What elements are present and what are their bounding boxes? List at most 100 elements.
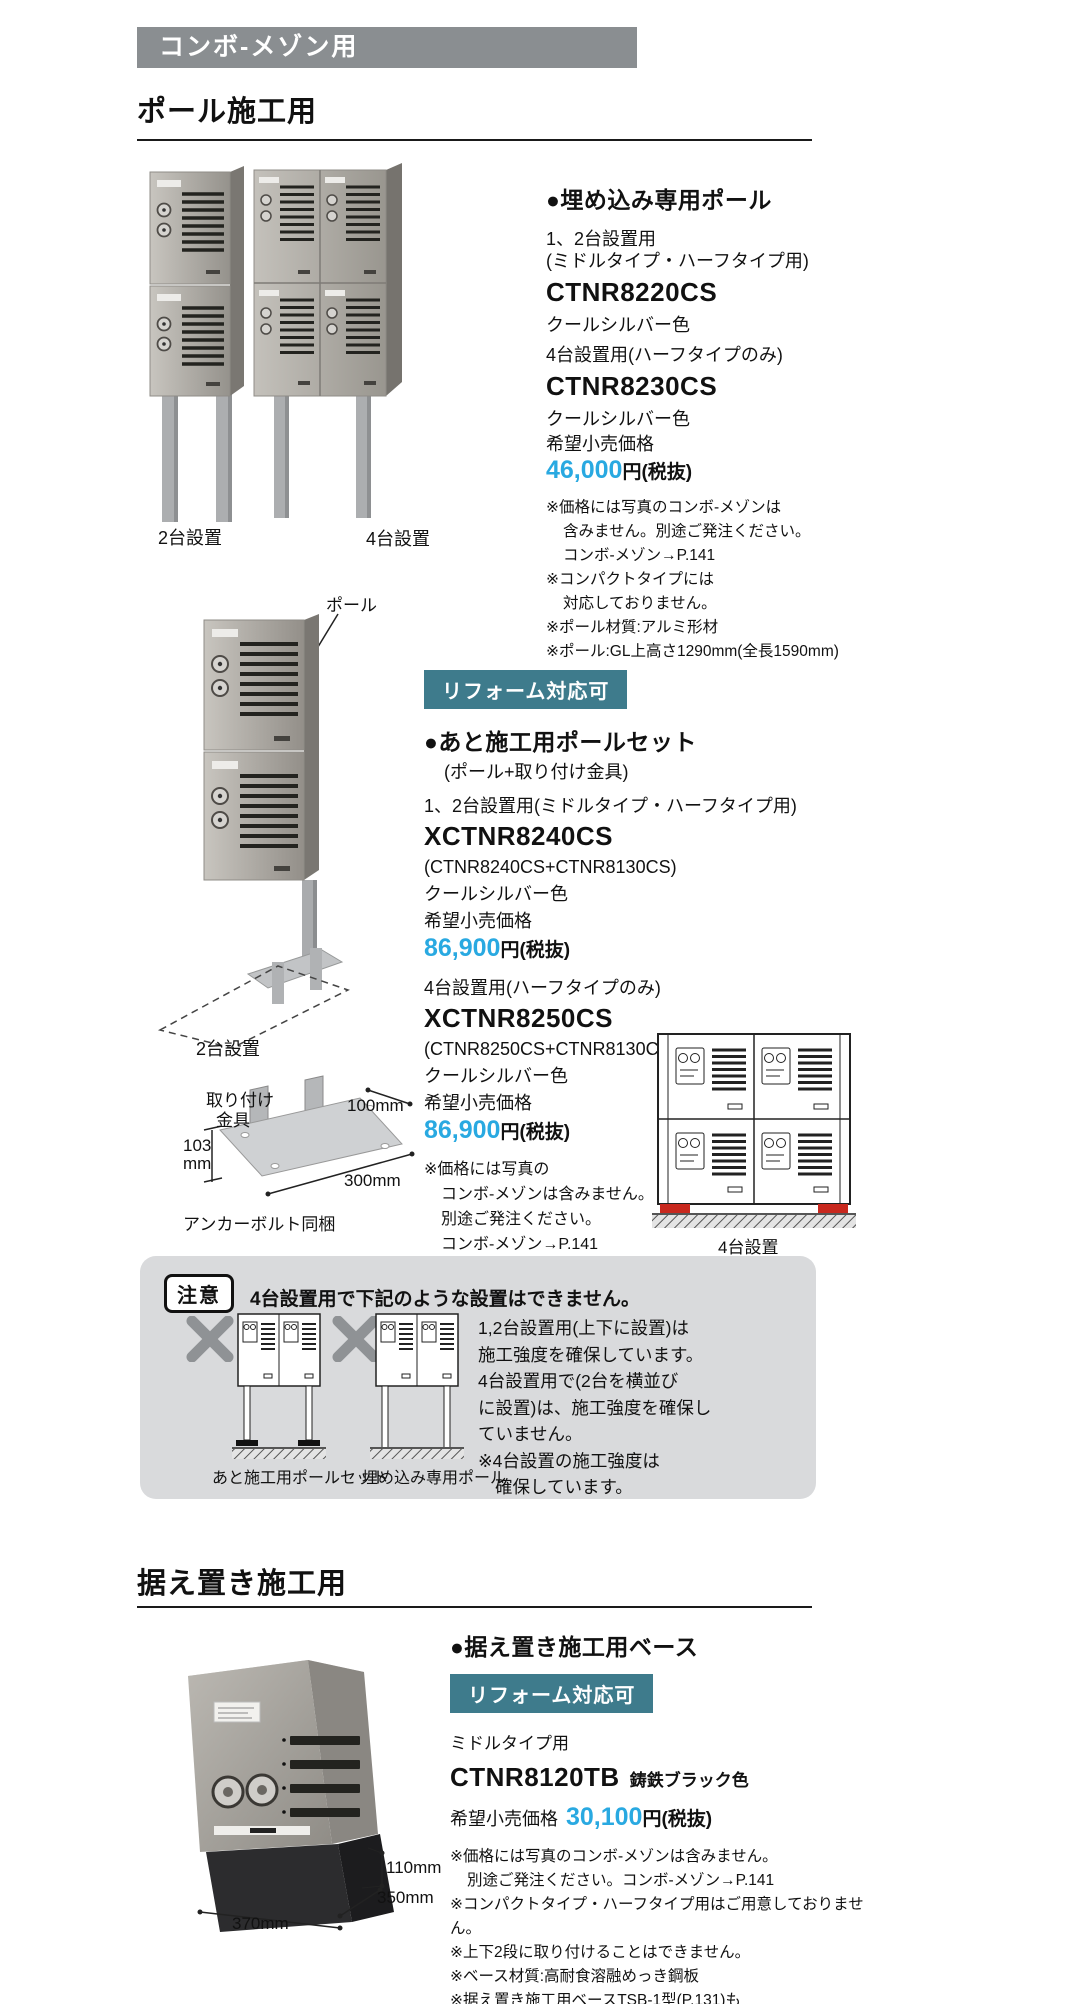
embed-pole-title: ●埋め込み専用ポール — [546, 187, 772, 213]
note-line: コンボ-メゾン→P.141 — [563, 547, 716, 564]
embed-pole-model1-color: クールシルバー色 — [546, 315, 690, 335]
warning-line: 施工強度を確保しています。 — [478, 1344, 704, 1365]
warning-line: ※4台設置の施工強度は — [478, 1450, 660, 1471]
warning-title: 4台設置用で下記のような設置はできません。 — [250, 1289, 640, 1310]
retrofit-model1: XCTNR8240CS — [424, 821, 614, 851]
dim-103-unit: mm — [183, 1154, 212, 1173]
retrofit-use2: 4台設置用(ハーフタイプのみ) — [424, 978, 661, 998]
embed-pole-model2: CTNR8230CS — [546, 371, 718, 401]
note-line: ※据え置き施工用ベースTSB-1型(P.131)も — [450, 1992, 741, 2004]
note-line: ※価格には写真のコンボ-メゾンは — [546, 499, 782, 516]
standing-model-line: CTNR8120TB 鋳鉄ブラック色 — [450, 1762, 890, 1793]
standing-type: ミドルタイプ用 — [450, 1734, 569, 1753]
reform-badge: リフォーム対応可 — [450, 1674, 654, 1713]
note-line: 含みません。別途ご発注ください。 — [563, 523, 811, 540]
embed-pole-price-line: 46,000円(税抜) — [546, 456, 886, 485]
pole-pointer-label: ポール — [326, 596, 377, 615]
note-line: ※ポール:GL上高さ1290mm(全長1590mm) — [546, 643, 839, 660]
warning-diagram-embed — [370, 1312, 464, 1467]
retrofit-price1-tax: 円(税抜) — [500, 940, 571, 961]
standing-model: CTNR8120TB — [450, 1762, 620, 1792]
embed-pole-info: ●埋め込み専用ポール 1、2台設置用 (ミドルタイプ・ハーフタイプ用) CTNR… — [546, 181, 886, 664]
bracket-diagram — [150, 1052, 460, 1222]
retrofit-use1: 1、2台設置用(ミドルタイプ・ハーフタイプ用) — [424, 796, 797, 816]
warning-caption-embed: 埋め込み専用ポール — [362, 1470, 507, 1487]
standing-notes: ※価格には写真のコンボ-メゾンは含みません。 別途ご発注ください。コンボ-メゾン… — [450, 1845, 890, 2004]
category-header-bar: コンボ-メゾン用 — [137, 27, 637, 68]
warning-line: 1,2台設置用(上下に設置)は — [478, 1318, 689, 1338]
retrofit-model2-sub: (CTNR8250CS+CTNR8130CS) — [424, 1039, 677, 1059]
standing-price-tax: 円(税抜) — [642, 1809, 713, 1830]
standing-price-label: 希望小売価格 — [450, 1809, 558, 1829]
dim-370mm: 370mm — [232, 1914, 289, 1933]
standing-price-line: 希望小売価格 30,100円(税抜) — [450, 1803, 890, 1832]
note-line: 対応しておりません。 — [563, 595, 717, 612]
dim-103-num: 103 — [183, 1136, 212, 1155]
note-line: 別途ご発注ください。 — [441, 1211, 602, 1228]
retrofit-subtitle: (ポール+取り付け金具) — [444, 762, 629, 782]
retrofit-model2-color: クールシルバー色 — [424, 1066, 568, 1086]
section-rule — [137, 1606, 812, 1608]
retrofit-price-line2: 86,900円(税抜) — [424, 1116, 844, 1145]
diagram-4units — [652, 1032, 856, 1235]
section-title-pole: ポール施工用 — [137, 96, 318, 128]
retrofit-price2: 86,900 — [424, 1116, 501, 1144]
retrofit-notes: ※価格には写真の コンボ-メゾンは含みません。 別途ご発注ください。 コンボ-メ… — [424, 1157, 684, 1257]
caption-2units-retrofit: 2台設置 — [196, 1039, 261, 1059]
warning-line: に設置)は、施工強度を確保し — [478, 1397, 712, 1418]
retrofit-price2-tax: 円(税抜) — [500, 1122, 571, 1143]
dim-110mm: 110mm — [386, 1858, 442, 1877]
retrofit-price1: 86,900 — [424, 934, 501, 962]
note-line: ※コンパクトタイプには — [546, 571, 714, 588]
retrofit-pole-info: リフォーム対応可 ●あと施工用ポールセット (ポール+取り付け金具) 1、2台設… — [424, 670, 844, 1257]
section-rule — [137, 139, 812, 141]
note-line: ※ポール材質:アルミ形材 — [546, 619, 719, 636]
embed-pole-model2-color: クールシルバー色 — [546, 409, 690, 429]
caption-2units-embed: 2台設置 — [158, 528, 223, 548]
x-mark-icon — [186, 1315, 234, 1367]
photo-pole-2units — [148, 164, 252, 529]
photo-retrofit-pole — [152, 612, 352, 1055]
note-line: 別途ご発注ください。コンボ-メゾン→P.141 — [467, 1872, 775, 1889]
note-line: ※コンパクトタイプ・ハーフタイプ用はご用意しておりません。 — [450, 1896, 864, 1937]
note-line: ※価格には写真の — [424, 1161, 550, 1178]
note-line: コンボ-メゾン→P.141 — [441, 1236, 599, 1253]
note-line: ※上下2段に取り付けることはできません。 — [450, 1944, 751, 1961]
reform-badge: リフォーム対応可 — [424, 670, 628, 709]
note-line: ※ベース材質:高耐食溶融めっき鋼板 — [450, 1968, 700, 1985]
retrofit-price-label2: 希望小売価格 — [424, 1093, 532, 1113]
retrofit-title: ●あと施工用ポールセット — [424, 729, 697, 755]
standing-model-color: 鋳鉄ブラック色 — [629, 1771, 749, 1790]
section-title-standing: 据え置き施工用 — [137, 1568, 348, 1600]
embed-pole-price: 46,000 — [546, 456, 623, 484]
x-mark-icon — [332, 1315, 380, 1367]
warning-badge-label: 注意 — [164, 1274, 234, 1313]
warning-line: ていません。 — [478, 1424, 583, 1444]
anchor-bolt-note: アンカーボルト同梱 — [183, 1215, 336, 1234]
caption-4units-embed: 4台設置 — [366, 529, 431, 549]
dim-300mm: 300mm — [344, 1171, 401, 1190]
embed-pole-use2: 4台設置用(ハーフタイプのみ) — [546, 345, 783, 365]
embed-pole-notes: ※価格には写真のコンボ-メゾンは 含みません。別途ご発注ください。 コンボ-メゾ… — [546, 496, 886, 664]
retrofit-model1-color: クールシルバー色 — [424, 884, 568, 904]
embed-pole-use1-line2: (ミドルタイプ・ハーフタイプ用) — [546, 251, 809, 271]
warning-line: 確保しています。 — [495, 1477, 633, 1497]
warning-caption-retrofit: あと施工用ポールセット — [212, 1470, 389, 1487]
note-line: コンボ-メゾンは含みません。 — [441, 1186, 654, 1203]
retrofit-model1-sub: (CTNR8240CS+CTNR8130CS) — [424, 857, 677, 877]
photo-standing-base — [162, 1640, 462, 1945]
bracket-label-line2: 金具 — [216, 1111, 250, 1130]
retrofit-price-line1: 86,900円(税抜) — [424, 934, 844, 963]
embed-pole-price-label: 希望小売価格 — [546, 434, 654, 454]
retrofit-model2: XCTNR8250CS — [424, 1003, 614, 1033]
warning-line: 4台設置用で(2台を横並び — [478, 1371, 679, 1391]
standing-base-info: ●据え置き施工用ベース リフォーム対応可 ミドルタイプ用 CTNR8120TB 鋳… — [450, 1628, 890, 2004]
standing-title: ●据え置き施工用ベース — [450, 1634, 699, 1660]
note-line: ※価格には写真のコンボ-メゾンは含みません。 — [450, 1848, 778, 1865]
caption-4units-diagram: 4台設置 — [718, 1238, 779, 1257]
standing-price: 30,100 — [566, 1803, 643, 1831]
category-header-title: コンボ-メゾン用 — [159, 33, 359, 61]
warning-text: 1,2台設置用(上下に設置)は 施工強度を確保しています。 4台設置用で(2台を… — [478, 1315, 808, 1501]
warning-badge: 注意 — [164, 1274, 234, 1313]
